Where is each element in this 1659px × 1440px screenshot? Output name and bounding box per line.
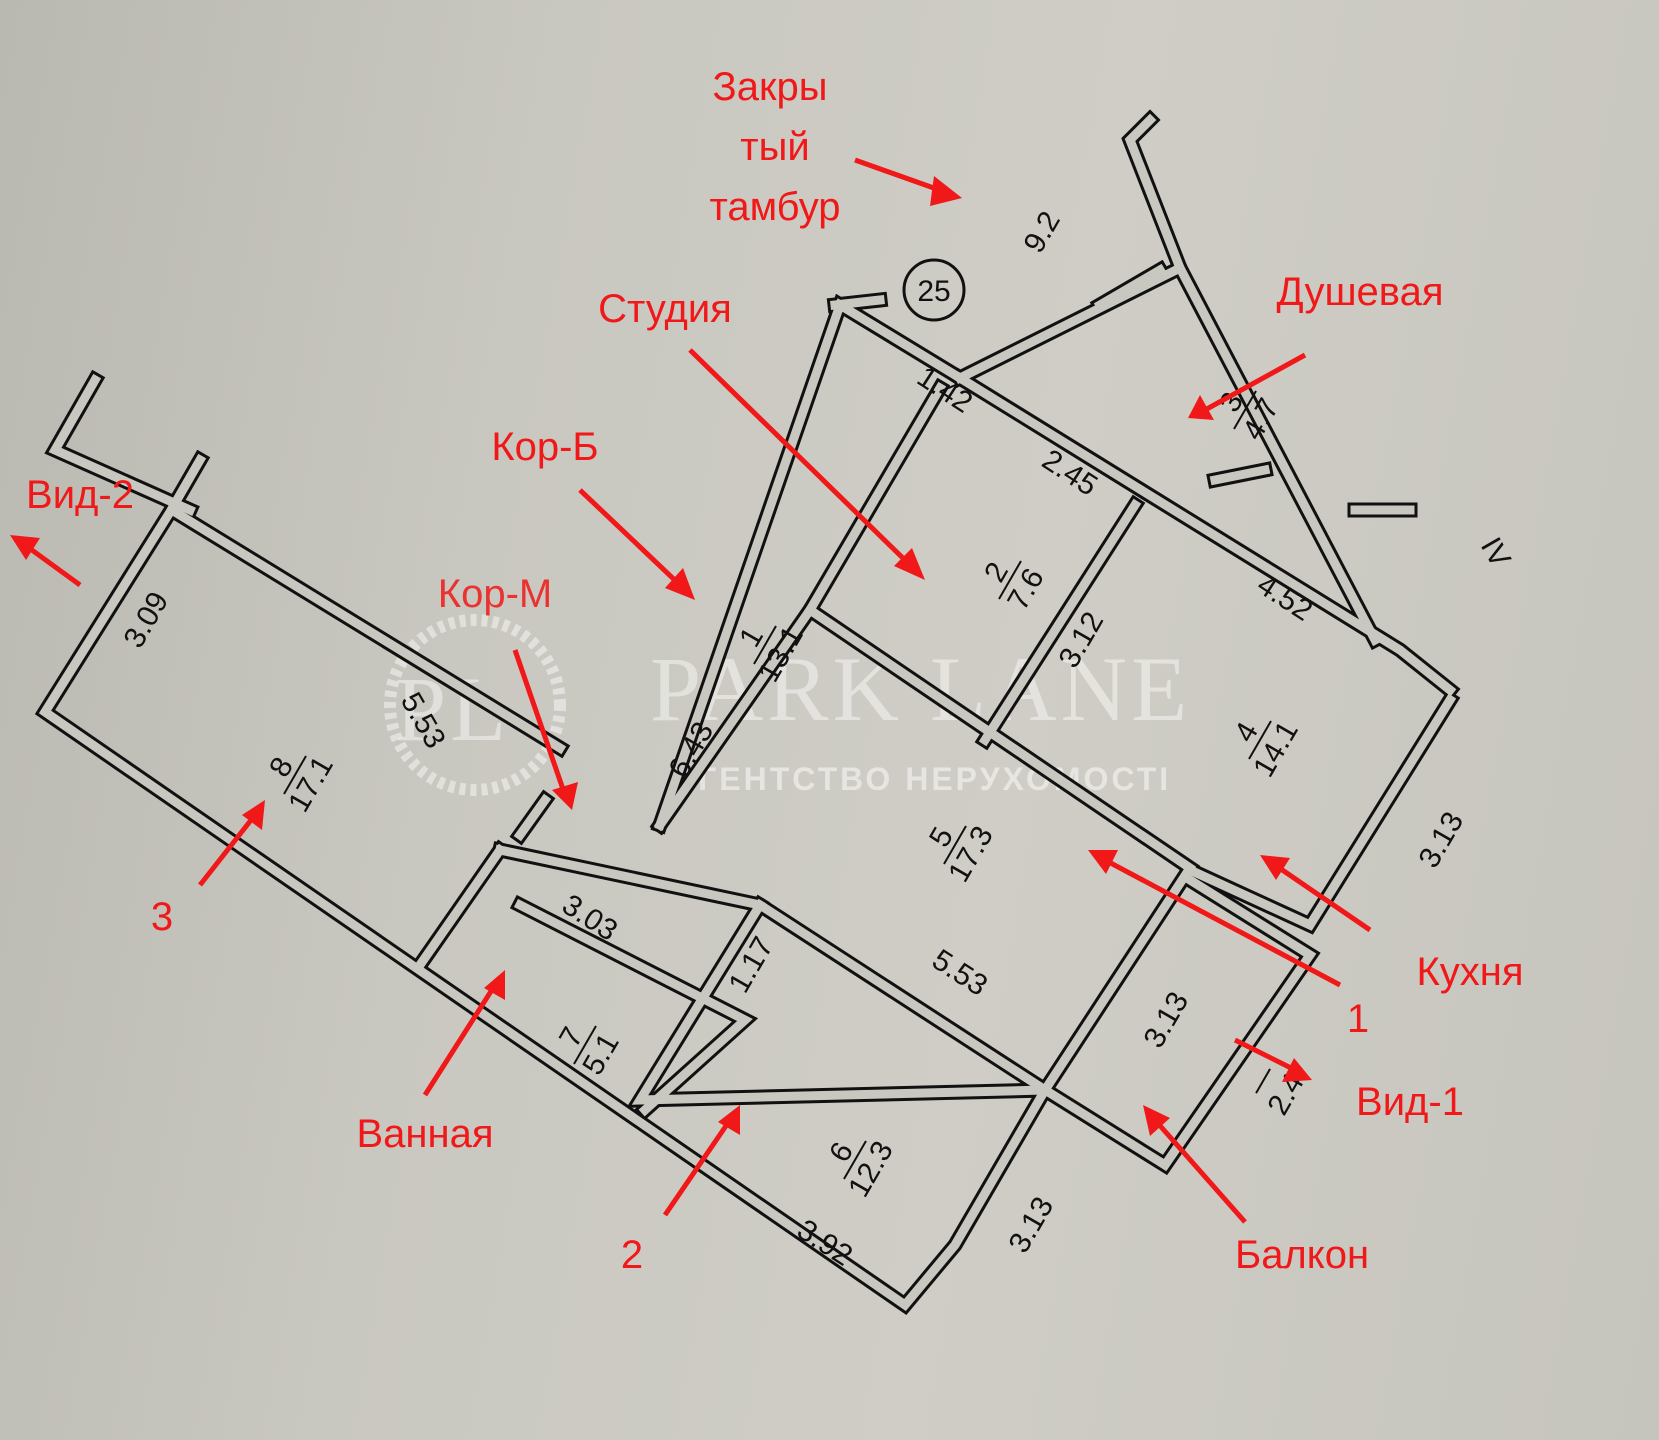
dim-3-09: 3.09 (117, 586, 175, 653)
apartment-number: 25 (917, 275, 950, 308)
dimensions: 1.42 2.45 3.12 4.52 3.13 3.09 5.53 6.43 … (117, 360, 1470, 1272)
annotation-studio: Студия (598, 287, 732, 331)
annotation-tambur-3: тамбур (710, 185, 841, 229)
watermark-subtitle: АГЕНТСТВО НЕРУХОМОСТІ (672, 761, 1171, 797)
arrow-shower (1188, 395, 1214, 420)
dim-3-13-kitchen: 3.13 (1412, 806, 1470, 873)
annotations: Закры тый тамбур Студия Душевая Кор-Б Ко… (10, 65, 1524, 1277)
room-4-label: 414.1 (1228, 716, 1305, 783)
wall-inner (803, 603, 1197, 1097)
arrow-studio (894, 548, 925, 580)
wall-inner (953, 113, 1186, 385)
room-2-label: 27.6 (978, 557, 1051, 616)
annotation-3: 3 (151, 895, 173, 939)
wall (949, 109, 1190, 389)
wall-inner (1038, 873, 1317, 1172)
dim-5-53-bottom: 5.53 (926, 943, 993, 1002)
dim-3-13-room6: 3.13 (1002, 1191, 1060, 1258)
arrow-view-2 (10, 535, 40, 560)
annotation-view-2: Вид-2 (26, 473, 134, 517)
annotation-bathroom: Ванная (356, 1112, 493, 1156)
wall-inner (1093, 263, 1167, 312)
wall-inner (513, 898, 753, 1117)
wall-inner (953, 371, 1457, 697)
wall-inner (413, 843, 507, 972)
room-6-label: 612.3 (823, 1136, 900, 1203)
wall-inner (803, 381, 947, 617)
annotation-view-1: Вид-1 (1356, 1080, 1464, 1124)
wall-inner (653, 603, 817, 832)
room-8-label: 817.1 (263, 751, 340, 818)
arrow-kor-b (665, 568, 695, 600)
arrow-bathroom (484, 970, 505, 1000)
dim-4-52: 4.52 (1251, 568, 1318, 627)
arrow-tambur (930, 176, 962, 206)
apartment-number-marker: 25 (902, 258, 966, 322)
watermark-wreath (384, 614, 566, 796)
arrow-kor-m (552, 782, 578, 810)
tambur-area: 9.2 (1017, 206, 1066, 259)
annotation-2: 2 (621, 1233, 643, 1277)
arrow-3 (242, 800, 265, 830)
wall-inner (1173, 261, 1382, 647)
annotation-1: 1 (1347, 997, 1369, 1041)
room-5-label: 517.3 (923, 821, 1000, 888)
wall-inner (38, 453, 1052, 1312)
section-mark: IV (1474, 532, 1517, 573)
annotation-kitchen: Кухня (1416, 950, 1523, 994)
arrow-view-1 (1282, 1058, 1312, 1082)
wall-inner (48, 373, 196, 516)
annotation-kor-m: Кор-М (438, 572, 552, 616)
walls (34, 109, 1461, 1316)
annotation-tambur-2: тый (740, 125, 809, 169)
wall-inner (168, 505, 567, 755)
wall-inner (978, 498, 1142, 747)
wall-inner (830, 295, 885, 310)
arrow-kitchen (1260, 855, 1290, 880)
annotation-kor-b: Кор-Б (491, 425, 598, 469)
annotation-shower: Душевая (1276, 270, 1443, 314)
arrow-2 (718, 1105, 740, 1135)
arrow-1 (1088, 850, 1118, 874)
wall-inner (1209, 464, 1271, 486)
wall-inner (631, 898, 1050, 1105)
wall-inner (1184, 693, 1457, 931)
wall-inner (513, 793, 552, 842)
annotation-tambur-1: Закры (713, 65, 828, 109)
annotation-balcony: Балкон (1235, 1233, 1369, 1277)
dim-3-13-room5: 3.13 (1137, 986, 1195, 1053)
arrow-balcony (1143, 1105, 1170, 1136)
